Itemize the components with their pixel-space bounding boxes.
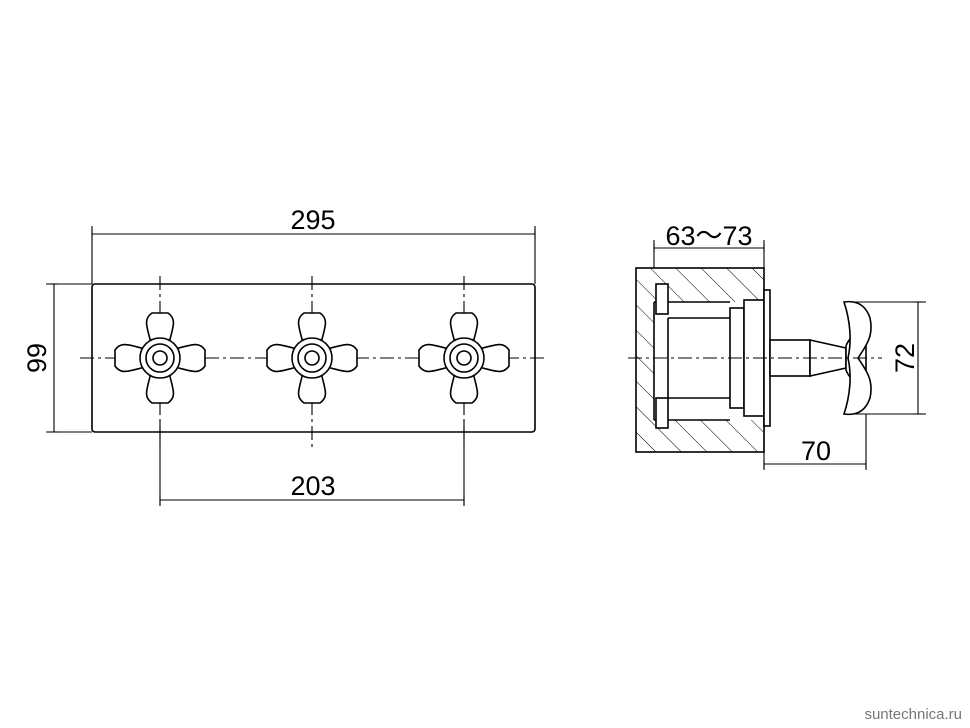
dimension-handle-diameter: 72	[852, 301, 926, 415]
handle-left	[114, 312, 206, 404]
front-view: 295 99 203	[22, 205, 548, 506]
label-203: 203	[290, 471, 335, 501]
dimension-projection: 70	[763, 414, 867, 470]
dimension-wall-depth: 63～73	[653, 221, 765, 268]
dimension-plate-height: 99	[22, 283, 92, 433]
label-63-73: 63～73	[665, 221, 752, 251]
wall-section	[636, 268, 764, 452]
dimension-handle-spacing: 203	[159, 420, 465, 506]
side-view: 63～73 70 72	[628, 221, 926, 470]
handle-center	[266, 312, 358, 404]
label-99: 99	[22, 343, 52, 373]
handle-right	[418, 312, 510, 404]
label-70: 70	[801, 436, 831, 466]
watermark: suntechnica.ru	[864, 706, 962, 723]
dimension-plate-width: 295	[91, 205, 536, 284]
label-295: 295	[290, 205, 335, 235]
label-72: 72	[890, 343, 920, 373]
